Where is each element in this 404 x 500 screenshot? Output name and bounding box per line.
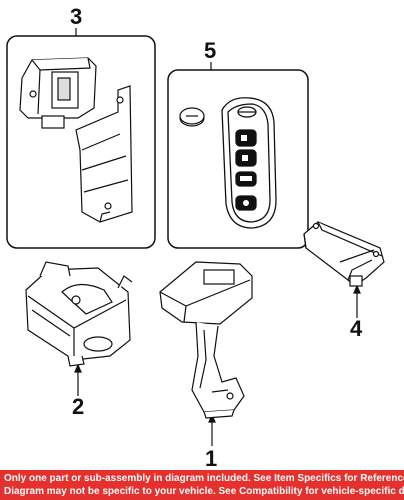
key-fob-icon	[221, 97, 277, 229]
battery-icon	[179, 107, 205, 127]
disclaimer-line-2: Diagram may not be specific to your vehi…	[4, 486, 404, 497]
disclaimer-banner: Only one part or sub-assembly in diagram…	[0, 470, 404, 500]
callout-4: 4	[350, 316, 363, 341]
part-5-panel	[167, 69, 309, 249]
part-3-key-holder	[19, 57, 97, 129]
part-1-ignition-bracket	[159, 261, 253, 419]
leader-lines	[74, 28, 361, 446]
part-4-antenna	[303, 221, 385, 287]
disclaimer-line-1: Only one part or sub-assembly in diagram…	[4, 473, 404, 484]
callout-2: 2	[72, 394, 84, 419]
callout-1: 1	[205, 446, 217, 471]
part-3-panel	[6, 35, 156, 249]
callout-3: 3	[70, 4, 82, 29]
part-2-module	[25, 261, 133, 367]
part-3-bracket	[75, 85, 133, 223]
callout-5: 5	[204, 38, 216, 63]
